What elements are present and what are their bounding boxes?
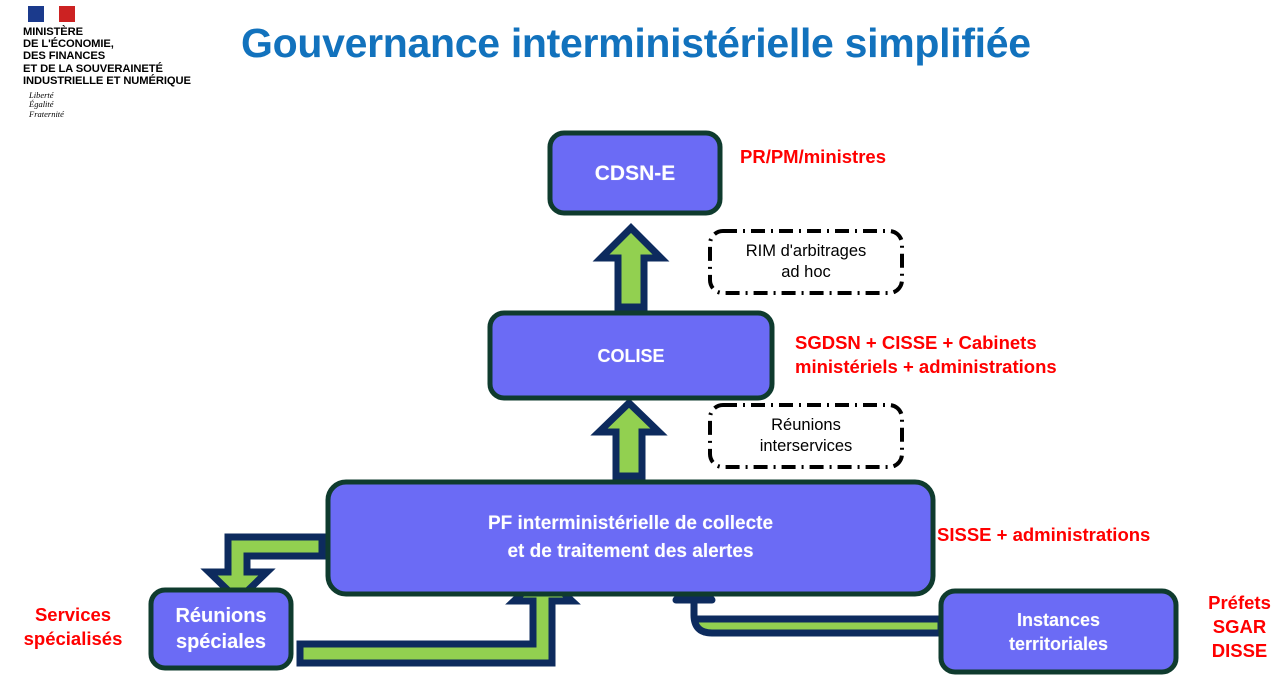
connector-pf-to-colise <box>590 398 668 480</box>
logo-line-3: DES FINANCES <box>23 50 106 63</box>
flag-band-white <box>43 6 60 22</box>
box-pf-interministerielle[interactable] <box>325 479 936 597</box>
annotation-sgdsn-cisse-cabinets: SGDSN + CISSE + Cabinets ministériels + … <box>795 332 1057 377</box>
french-flag-icon <box>28 6 76 22</box>
connector-colise-to-cdsn <box>592 223 670 311</box>
annotation-services-specialises: Services spécialisés <box>23 604 123 649</box>
flag-band-red <box>59 6 76 22</box>
connector-pf-to-reunions <box>200 533 326 605</box>
annotation-pr-pm-ministres: PR/PM/ministres <box>740 146 886 167</box>
logo-line-1: MINISTÈRE <box>23 26 84 38</box>
logo-line-5: INDUSTRIELLE ET NUMÉRIQUE <box>23 74 191 87</box>
box-instances-territoriales[interactable] <box>938 588 1179 675</box>
logo-line-2: DE L'ÉCONOMIE, <box>23 38 114 51</box>
annotation-prefets-sgar-disse: Préfets SGAR DISSE <box>1208 592 1271 661</box>
logo-line-4: ET DE LA SOUVERAINETÉ <box>23 62 163 75</box>
box-reunions-speciales[interactable] <box>148 587 294 671</box>
box-colise[interactable] <box>487 310 775 401</box>
motto-liberte: Liberté <box>29 90 54 101</box>
motto-egalite: Égalité <box>29 99 54 110</box>
flag-band-blue <box>28 6 44 22</box>
page-title: Gouvernance interministérielle simplifié… <box>241 20 1031 66</box>
annotation-sisse-administrations: SISSE + administrations <box>937 524 1151 545</box>
republic-motto: Liberté Égalité Fraternité <box>23 90 223 119</box>
ministry-logo: MINISTÈRE DE L'ÉCONOMIE, DES FINANCES ET… <box>23 6 223 119</box>
box-cdsn-e[interactable] <box>547 130 723 216</box>
note-reunions-interservices <box>708 403 904 469</box>
note-rim-arbitrages <box>708 229 904 295</box>
motto-fraternite: Fraternité <box>29 108 64 119</box>
